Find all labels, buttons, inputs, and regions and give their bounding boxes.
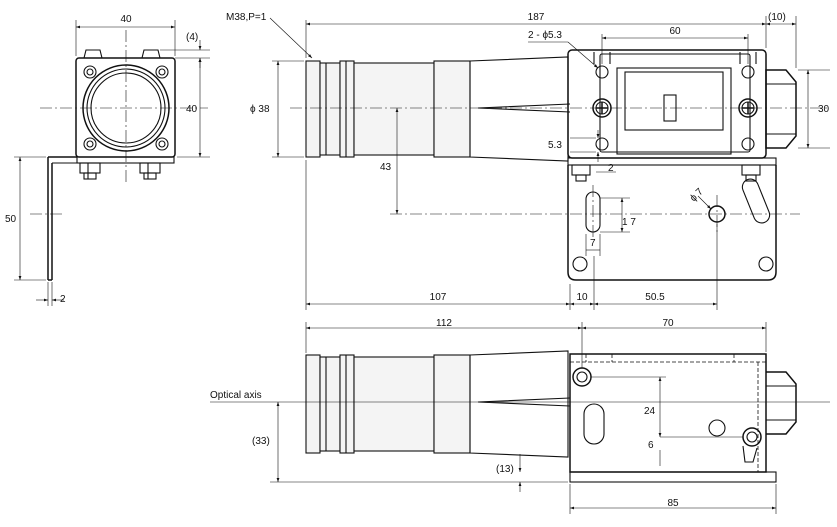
slot-width-label: 2 <box>608 163 614 174</box>
optical-axis-label: Optical axis <box>210 390 262 401</box>
axis-depth-label: 43 <box>380 162 392 173</box>
top-view: Optical axis 112 70 (33) (13) 24 6 85 <box>210 318 830 514</box>
lens-length-label: 107 <box>430 292 447 303</box>
front-view: 40 (4) 40 50 2 <box>5 14 210 306</box>
hole-pitch-label: 60 <box>669 26 681 37</box>
front-top-offset-label: (4) <box>186 32 198 43</box>
hole-spacing-label: 24 <box>644 406 656 417</box>
top-height-label: (33) <box>252 436 270 447</box>
side-view: M38,P=1 187 (10) 2 - ϕ5.3 60 ϕ 38 30 5.3 <box>226 12 830 310</box>
flange-label: 10 <box>576 292 588 303</box>
top-body-length-label: 70 <box>662 318 674 329</box>
corner-screws <box>83 65 169 151</box>
end-offset-label: (10) <box>768 12 786 23</box>
front-width-label: 40 <box>120 14 132 25</box>
thread-label: M38,P=1 <box>226 12 267 23</box>
top-hole-offset-label: 6 <box>648 440 654 451</box>
bracket-length-label: 85 <box>667 498 679 509</box>
diameter-label: ϕ 38 <box>250 104 270 115</box>
front-thickness-label: 2 <box>60 294 66 305</box>
front-bracket-height-label: 50 <box>5 214 17 225</box>
right-height-label: 30 <box>818 104 830 115</box>
slot-label: 5.3 <box>548 140 562 151</box>
bracket-nuts <box>79 162 161 180</box>
bracket-slot-label: 1 7 <box>622 217 636 228</box>
overall-length-label: 187 <box>528 12 545 23</box>
top-lens-length-label: 112 <box>436 318 452 329</box>
front-height-label: 40 <box>186 104 198 115</box>
hole-offset-label: 50.5 <box>645 292 665 303</box>
top-gap-label: (13) <box>496 464 514 475</box>
hole-label: 2 - ϕ5.3 <box>528 30 562 41</box>
slot-offset-label: 7 <box>590 238 596 249</box>
